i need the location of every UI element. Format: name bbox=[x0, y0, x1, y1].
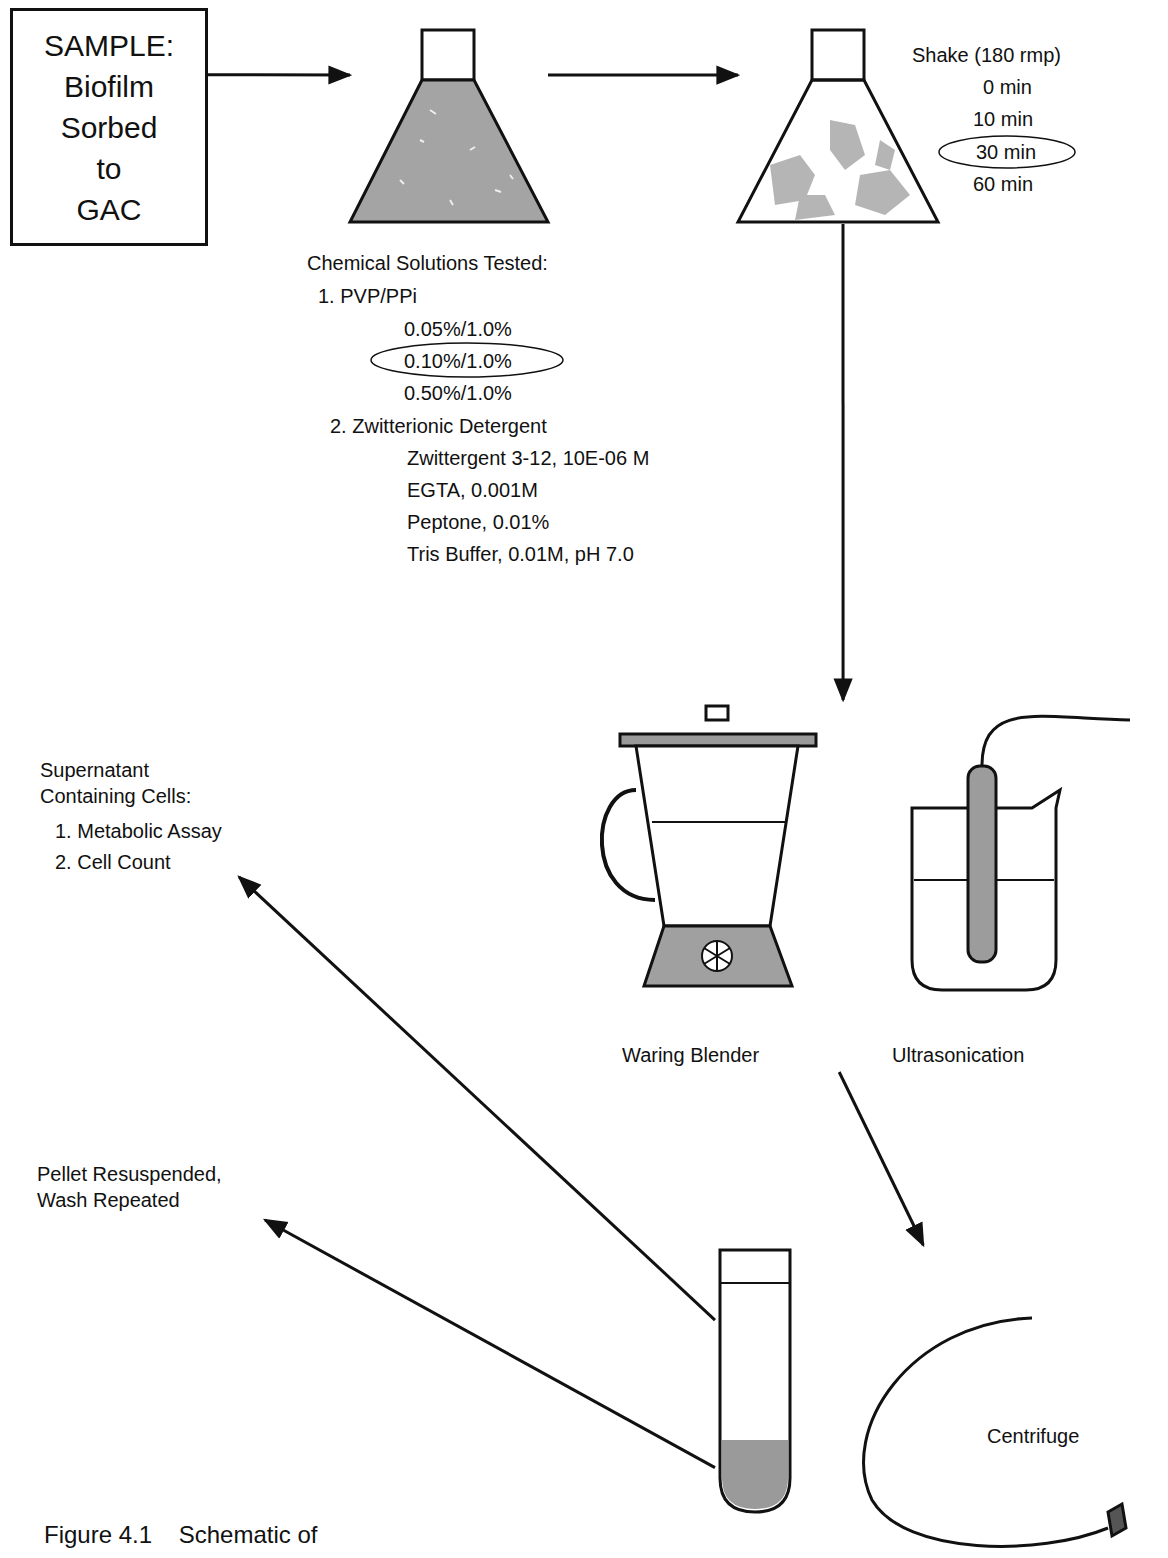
selection-circle bbox=[371, 343, 563, 377]
flask-dark bbox=[350, 30, 548, 222]
flow-arrow bbox=[208, 73, 350, 76]
step-label: Pellet Resuspended, Wash Repeated bbox=[37, 1161, 272, 1213]
step-label: Zwittergent 3-12, 10E-06 M bbox=[407, 445, 649, 471]
flow-arrow bbox=[839, 1072, 923, 1245]
step-label: 0.50%/1.0% bbox=[404, 380, 512, 406]
step-label: Peptone, 0.01% bbox=[407, 509, 549, 535]
sonicator-drawing bbox=[912, 716, 1130, 990]
flow-arrow bbox=[239, 877, 715, 1320]
step-label: Shake (180 rmp) bbox=[912, 42, 1061, 68]
step-label: 30 min bbox=[976, 139, 1036, 165]
sample-box: SAMPLE: Biofilm Sorbed to GAC bbox=[10, 8, 208, 246]
flow-arrow bbox=[265, 1220, 715, 1468]
step-label: Waring Blender bbox=[622, 1042, 759, 1068]
blender-drawing bbox=[602, 706, 816, 986]
step-label: 0.05%/1.0% bbox=[404, 316, 512, 342]
centrifuge-drawing bbox=[864, 1318, 1126, 1546]
step-label: Supernatant Containing Cells: bbox=[40, 757, 240, 809]
step-label: Tris Buffer, 0.01M, pH 7.0 bbox=[407, 541, 634, 567]
flask: Chemical Solutions Tested:1. PVP/PPi0.05… bbox=[350, 28, 548, 224]
flow-arrow bbox=[548, 74, 738, 77]
step-label: EGTA, 0.001M bbox=[407, 477, 538, 503]
step-label: 10 min bbox=[973, 106, 1033, 132]
blender: Waring Blender bbox=[600, 700, 860, 1072]
step-label: 2. Zwitterionic Detergent bbox=[330, 413, 547, 439]
selection-circle bbox=[939, 136, 1075, 168]
step-label: 0.10%/1.0% bbox=[404, 348, 512, 374]
centrifuge: Centrifuge bbox=[715, 1245, 1140, 1550]
pellet-note: Pellet Resuspended, Wash Repeated bbox=[35, 1160, 285, 1220]
test-tube bbox=[720, 1250, 790, 1512]
figure-caption: Figure 4.1 Schematic of bbox=[44, 1520, 317, 1550]
step-label: 1. Metabolic Assay bbox=[55, 818, 222, 844]
ultrasonicator: Ultrasonication bbox=[900, 700, 1140, 1072]
step-label: 1. PVP/PPi bbox=[318, 283, 417, 309]
step-label: 0 min bbox=[983, 74, 1032, 100]
flask: Shake (180 rmp)0 min10 min30 min60 min bbox=[738, 28, 938, 224]
flask-light bbox=[738, 30, 938, 222]
box-label: SAMPLE: Biofilm Sorbed to GAC bbox=[29, 25, 189, 230]
step-label: Centrifuge bbox=[987, 1423, 1079, 1449]
supernatant-note: Supernatant Containing Cells: 1. Metaboli… bbox=[35, 755, 300, 877]
step-label: 2. Cell Count bbox=[55, 849, 171, 875]
step-label: 60 min bbox=[973, 171, 1033, 197]
step-label: Ultrasonication bbox=[892, 1042, 1024, 1068]
flow-arrow bbox=[842, 224, 845, 700]
step-label: Chemical Solutions Tested: bbox=[307, 250, 548, 276]
